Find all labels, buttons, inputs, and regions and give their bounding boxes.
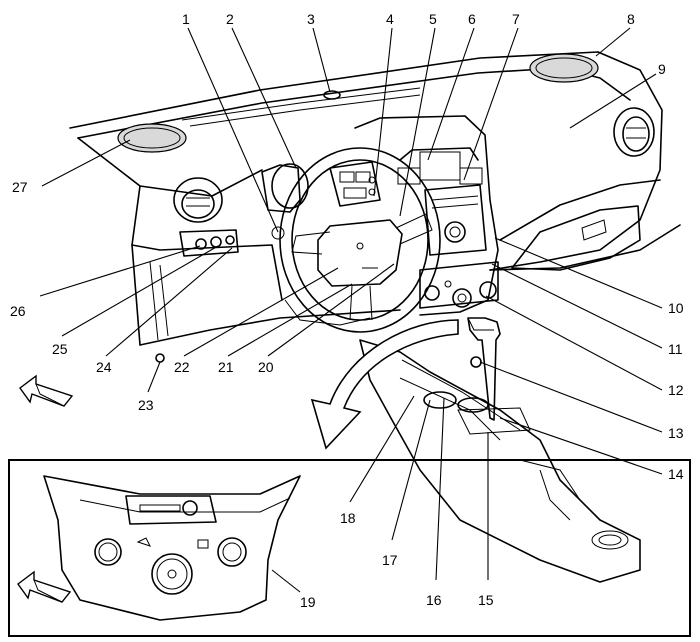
- part-13-switch: [470, 356, 482, 368]
- callout-23: 23: [138, 397, 154, 413]
- callout-5: 5: [429, 11, 437, 27]
- callout-27: 27: [12, 179, 28, 195]
- left-switch-pod: [179, 226, 285, 257]
- instrument-cluster: [261, 161, 381, 213]
- callout-13: 13: [668, 425, 684, 441]
- part-23-fastener: [155, 353, 165, 363]
- callout-21: 21: [218, 359, 234, 375]
- callout-2: 2: [226, 11, 234, 27]
- left-air-vent: [173, 177, 223, 223]
- right-air-vent: [613, 107, 655, 157]
- callout-26: 26: [10, 303, 26, 319]
- callout-14: 14: [668, 466, 684, 482]
- callout-15: 15: [478, 592, 494, 608]
- callout-labels: 1 2 3 4 5 6 7 8 9 10 11 12 13 14 15 16 1…: [10, 11, 684, 610]
- front-arrow-icon-inset: [17, 570, 72, 603]
- callout-8: 8: [627, 11, 635, 27]
- callout-18: 18: [340, 510, 356, 526]
- callout-11: 11: [668, 341, 683, 357]
- callout-25: 25: [52, 341, 68, 357]
- callout-1: 1: [182, 11, 190, 27]
- callout-4: 4: [386, 11, 394, 27]
- hvac-control-panel-detail: [43, 475, 301, 621]
- front-arrow-icon: [19, 374, 74, 407]
- callout-9: 9: [658, 61, 666, 77]
- right-speaker-grille: [529, 53, 599, 83]
- callout-17: 17: [382, 552, 398, 568]
- callout-3: 3: [307, 11, 315, 27]
- center-speaker: [323, 90, 341, 100]
- callout-12: 12: [668, 382, 684, 398]
- callout-19: 19: [300, 594, 316, 610]
- callout-10: 10: [668, 300, 684, 316]
- callout-24: 24: [96, 359, 112, 375]
- callout-20: 20: [258, 359, 274, 375]
- left-speaker-grille: [117, 123, 187, 153]
- callout-16: 16: [426, 592, 442, 608]
- leader-lines: [39, 27, 663, 593]
- callout-22: 22: [174, 359, 190, 375]
- steering-wheel: [279, 147, 441, 333]
- detail-inset-frame: [8, 459, 691, 637]
- callout-6: 6: [468, 11, 476, 27]
- detail-pointer-arrow: [310, 319, 459, 450]
- callout-7: 7: [512, 11, 520, 27]
